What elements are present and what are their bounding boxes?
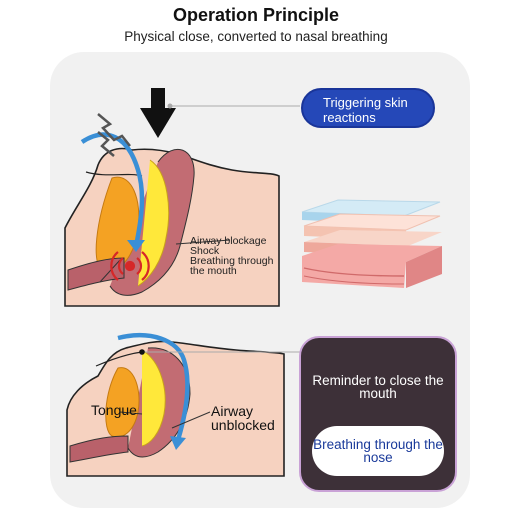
airway-blockage-note: Airway blockage Shock Breathing through …	[190, 235, 274, 277]
lightning-icon	[97, 131, 115, 157]
down-arrow-icon	[140, 88, 176, 138]
triggering-skin-reactions-callout: Triggering skin reactions	[301, 88, 435, 128]
tongue-label: Tongue	[91, 402, 137, 418]
airway-unblocked-label: Airway unblocked	[211, 403, 275, 433]
page-title: Operation Principle	[172, 5, 340, 25]
reminder-text: Reminder to close the mouth	[312, 373, 444, 401]
mouth-open-illustration	[64, 132, 280, 307]
reminder-box: Reminder to close the mouth Breathing th…	[299, 336, 457, 492]
lightning-icon	[97, 113, 131, 147]
mouth-closed-illustration	[66, 333, 285, 477]
nasal-breathing-pill: Breathing through the nose	[312, 426, 444, 476]
skin-layers-icon	[301, 199, 442, 288]
vibration-icon	[110, 251, 150, 281]
page-subtitle: Physical close, converted to nasal breat…	[124, 29, 388, 44]
